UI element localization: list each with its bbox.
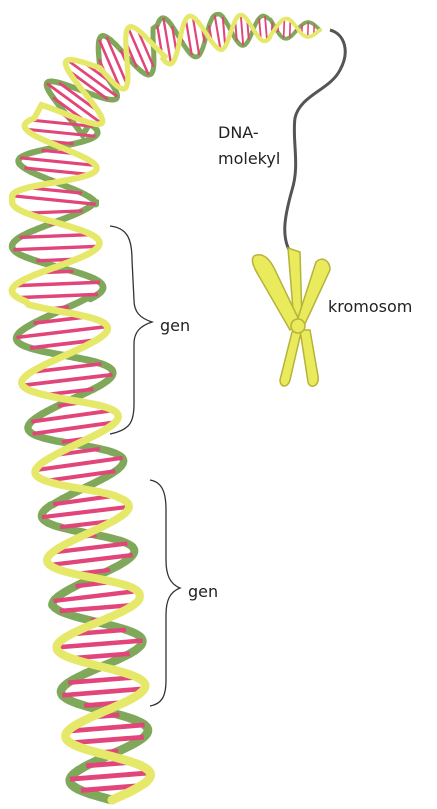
base-pair (57, 641, 143, 648)
yellow-strand-segment (316, 30, 320, 33)
gene-label-lower: gen (188, 582, 218, 601)
base-pair (284, 19, 285, 38)
yellow-strand-segment (45, 395, 70, 400)
chromatin-fiber (285, 30, 345, 255)
dna-molecule-label-line1: DNA- (218, 123, 259, 142)
chromosome-label: kromosom (328, 297, 412, 316)
yellow-strand-segment (66, 150, 85, 158)
base-pair (13, 246, 98, 249)
yellow-strand-segment (61, 177, 82, 181)
base-pair (290, 20, 291, 37)
yellow-strand-segment (38, 181, 61, 185)
yellow-strand-segment (80, 488, 105, 493)
yellow-strand-segment (30, 105, 49, 120)
yellow-strand-segment (60, 224, 83, 231)
gene-bracket-lower (150, 480, 180, 706)
yellow-strand-segment (62, 312, 87, 317)
base-pair (241, 15, 243, 46)
green-strand-segment (31, 172, 51, 180)
base-pair (265, 16, 267, 40)
base-pair (308, 22, 309, 37)
base-pair (26, 211, 82, 213)
gene-label-upper: gen (160, 316, 190, 335)
yellow-strand-segment (37, 217, 61, 224)
yellow-strand-segment (70, 400, 95, 405)
chromosome-icon (252, 248, 330, 386)
base-pair (70, 773, 150, 779)
yellow-strand-segment (65, 255, 87, 264)
gene-bracket-upper (110, 226, 152, 434)
base-pair (15, 282, 100, 285)
green-strand-segment (28, 224, 50, 233)
dna-molecule-label-line2: molekyl (218, 149, 280, 168)
